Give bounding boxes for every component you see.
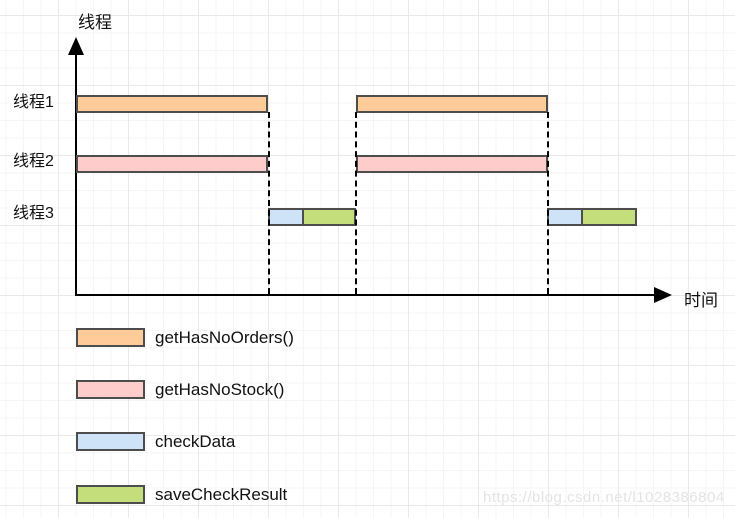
sync-dashed-line — [547, 112, 549, 294]
watermark: https://blog.csdn.net/l1028386804 — [483, 489, 725, 506]
legend-swatch-checkData — [76, 432, 145, 451]
thread-label-1: 线程1 — [13, 94, 54, 111]
bar-saveCheckResult — [581, 208, 637, 226]
sync-dashed-line — [268, 112, 270, 294]
thread-label-3: 线程3 — [13, 205, 54, 222]
legend-label: getHasNoOrders() — [155, 328, 294, 347]
legend-label: getHasNoStock() — [155, 380, 285, 399]
x-axis-line — [75, 294, 657, 296]
bar-getHasNoStock — [76, 155, 268, 173]
x-axis-title: 时间 — [684, 291, 718, 310]
legend-swatch-getHasNoStock — [76, 380, 145, 399]
y-axis-title: 线程 — [78, 13, 112, 32]
legend-label: saveCheckResult — [155, 485, 288, 504]
x-axis-arrow-icon — [654, 287, 672, 303]
y-axis-arrow-icon — [68, 37, 84, 55]
bar-saveCheckResult — [302, 208, 356, 226]
legend-swatch-saveCheckResult — [76, 485, 145, 504]
sync-dashed-line — [355, 112, 357, 294]
legend-label: checkData — [155, 432, 236, 451]
bar-getHasNoStock — [356, 155, 548, 173]
bar-getHasNoOrders — [76, 95, 268, 113]
bar-checkData — [268, 208, 304, 226]
thread-label-2: 线程2 — [13, 153, 54, 170]
legend-swatch-getHasNoOrders — [76, 328, 145, 347]
bar-getHasNoOrders — [356, 95, 548, 113]
bar-checkData — [547, 208, 583, 226]
